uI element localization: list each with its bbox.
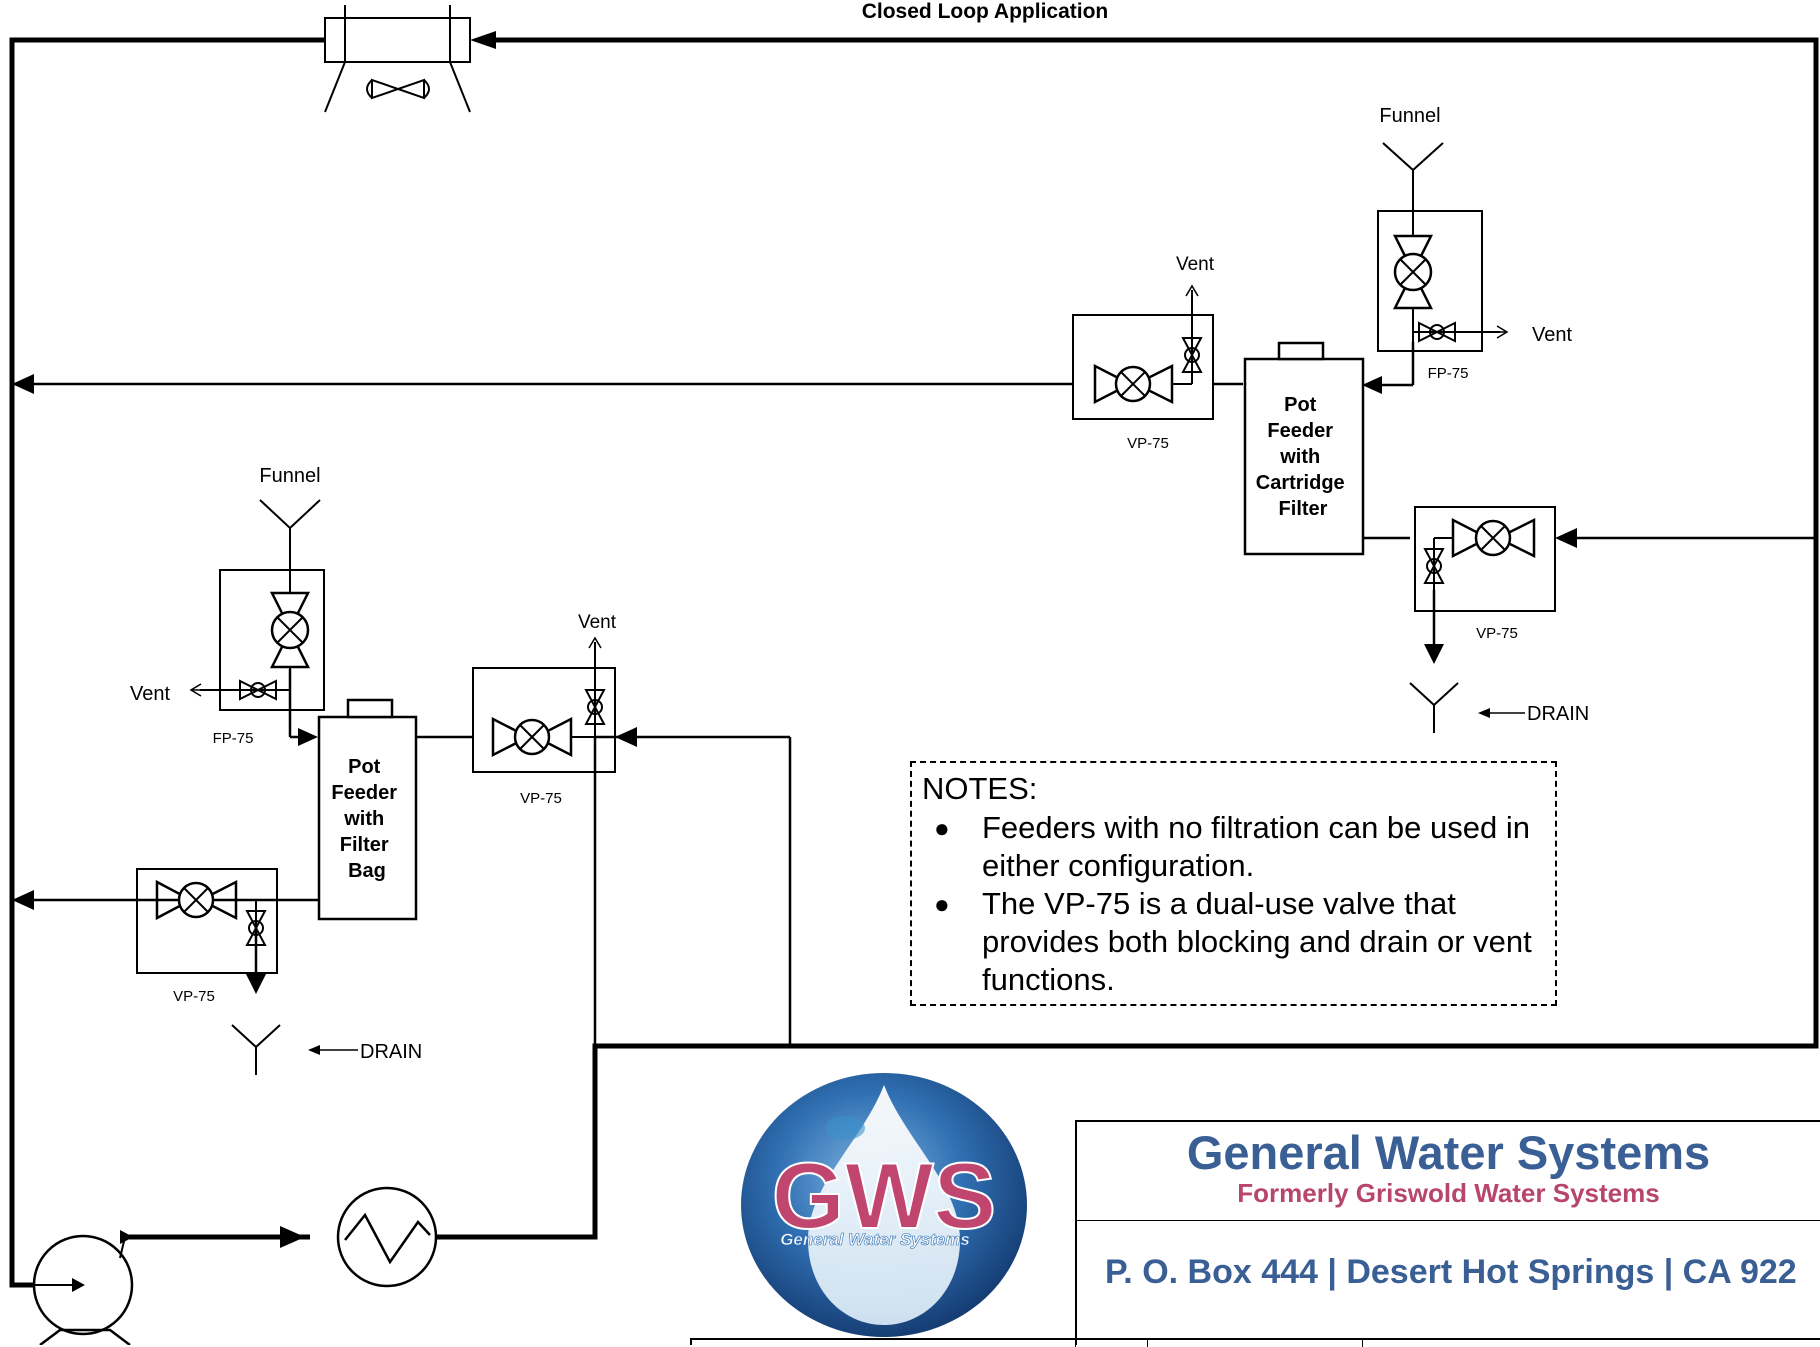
right-branch-arrows <box>12 374 1577 664</box>
table-divider <box>1362 1340 1363 1347</box>
vent-label-top-vp: Vent <box>1176 254 1215 275</box>
notes-list: ● Feeders with no filtration can be used … <box>922 809 1545 999</box>
company-name: General Water Systems <box>1186 1126 1711 1179</box>
note-item: ● The VP-75 is a dual-use valve that prov… <box>922 885 1545 999</box>
logo-wordmark: GWS <box>772 1143 997 1248</box>
diagram-title: Closed Loop Application <box>862 0 1109 23</box>
pump-icon <box>32 1234 134 1345</box>
vp75-valve-top-lower <box>1414 506 1556 612</box>
fp75-label-top: FP-75 <box>1428 365 1469 382</box>
funnel-label-left: Funnel <box>259 465 320 487</box>
right-branch-piping <box>20 342 1816 655</box>
table-divider <box>1147 1340 1148 1347</box>
gws-logo: GWS General Water Systems <box>741 1073 1027 1337</box>
note-text: Feeders with no filtration can be used i… <box>982 810 1530 883</box>
vp75-label-left-lower: VP-75 <box>173 988 215 1005</box>
funnel-icon-top <box>1382 142 1444 172</box>
vp75-label-left-upper: VP-75 <box>520 790 562 807</box>
drain-funnel-icon-left <box>231 1024 358 1075</box>
left-branch-arrows <box>12 727 637 994</box>
main-loop-arrows <box>280 31 496 1248</box>
vent-label-top-fp: Vent <box>1532 324 1572 346</box>
vp75-label-top-lower: VP-75 <box>1476 625 1518 642</box>
notes-box: NOTES: ● Feeders with no filtration can b… <box>910 761 1557 1006</box>
note-text: The VP-75 is a dual-use valve that provi… <box>982 886 1532 997</box>
feeder-label-left: Pot Feeder with Filter Bag <box>331 756 402 882</box>
flow-arrow-heater <box>280 1226 305 1248</box>
top-return-line <box>490 37 1819 902</box>
vent-arrow-top-fp <box>1496 325 1509 339</box>
drain-label-right: DRAIN <box>1527 703 1589 725</box>
pump-outlet-arrow <box>120 1230 133 1244</box>
funnel-icon-left <box>259 499 321 530</box>
bullet-icon: ● <box>934 889 950 919</box>
fp75-label-left: FP-75 <box>213 730 254 747</box>
pot-feeder-bag <box>317 698 418 921</box>
vent-label-left-vp: Vent <box>578 612 617 633</box>
vent-arrow-top-vp <box>1185 284 1199 297</box>
vent-label-left-fp: Vent <box>130 683 170 705</box>
vent-arrow-left-vp <box>588 636 602 649</box>
feeder-label-right: Pot Feeder with Cartridge Filter <box>1256 394 1350 520</box>
vp75-label-top-upper: VP-75 <box>1127 435 1169 452</box>
vp75-valve-top-upper <box>1072 290 1214 420</box>
logo-subtext: General Water Systems <box>780 1230 970 1249</box>
vp75-valve-left-lower <box>136 868 278 974</box>
pot-feeder-cartridge <box>1243 341 1365 556</box>
title-block-company-row: General Water Systems Formerly Griswold … <box>1077 1122 1820 1221</box>
notes-title: NOTES: <box>922 771 1038 806</box>
cooling-tower-icon <box>324 5 471 113</box>
funnel-label-top: Funnel <box>1379 105 1440 127</box>
fp75-valve-left <box>200 528 325 711</box>
drain-label-left: DRAIN <box>360 1041 422 1063</box>
vp75-valve-left-upper <box>472 642 616 773</box>
left-main-line <box>9 37 325 1288</box>
vent-arrow-left-fp <box>189 683 202 697</box>
drain-arrow-left <box>308 1045 320 1055</box>
pump-inlet-arrow <box>72 1278 85 1292</box>
title-block: General Water Systems Formerly Griswold … <box>1075 1120 1820 1345</box>
table-divider <box>1075 1340 1076 1347</box>
note-item: ● Feeders with no filtration can be used … <box>922 809 1545 885</box>
drain-funnel-icon-right <box>1409 682 1525 733</box>
flow-arrow-top <box>470 31 496 49</box>
bullet-icon: ● <box>934 813 950 843</box>
company-address: P. O. Box 444 | Desert Hot Springs | CA … <box>1105 1253 1797 1291</box>
revision-table-edge <box>690 1338 1820 1347</box>
drain-arrow-right <box>1478 708 1490 718</box>
fp75-valve-top <box>1377 170 1500 352</box>
company-formerly: Formerly Griswold Water Systems <box>1237 1178 1660 1208</box>
heat-exchanger-icon <box>336 1186 438 1288</box>
